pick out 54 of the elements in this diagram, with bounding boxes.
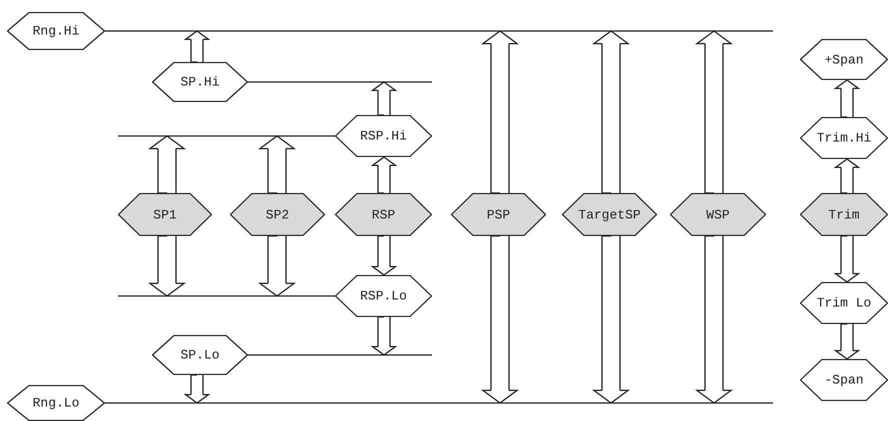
hollow-arrow [834, 79, 860, 118]
node-label: Trim Lo [816, 296, 872, 310]
node-label: SP.Lo [179, 348, 220, 362]
hollow-arrow [259, 235, 295, 297]
setpoint-hexagon [230, 193, 325, 236]
limit-hexagon [800, 39, 888, 80]
limit-hexagon [800, 117, 888, 159]
node-label: WSP [705, 207, 731, 222]
hollow-arrow [372, 316, 396, 356]
hollow-arrow [149, 135, 185, 194]
limit-hexagon [800, 359, 888, 401]
setpoint-hexagon [118, 193, 212, 236]
limit-hexagon [152, 335, 432, 375]
node-label: RSP [370, 207, 396, 222]
hollow-arrow [834, 323, 860, 360]
hollow-arrow [149, 235, 185, 297]
hollow-arrow [184, 374, 210, 404]
hollow-arrow [372, 235, 396, 276]
hollow-arrow [372, 81, 396, 116]
node-label: RSP.Lo [359, 288, 408, 304]
hollow-arrow [834, 158, 860, 194]
hollow-arrow [696, 235, 732, 404]
limit-hexagon [800, 282, 888, 324]
setpoint-hexagon [670, 193, 766, 236]
node-label: -Span [823, 372, 864, 388]
hollow-arrow [593, 235, 629, 404]
setpoint-hexagon [562, 193, 657, 236]
limit-hexagon [118, 275, 432, 317]
hollow-arrow [184, 30, 210, 63]
limit-hexagon [7, 12, 773, 50]
node-label: Rng.Hi [32, 24, 80, 38]
hollow-arrow [593, 30, 629, 194]
setpoint-hexagon [451, 193, 546, 236]
hollow-arrow [834, 235, 860, 283]
setpoint-hexagon [335, 193, 432, 236]
hollow-arrow [482, 30, 518, 194]
limit-hexagon [7, 385, 773, 421]
limit-hexagon [118, 115, 432, 157]
hollow-arrow [482, 235, 518, 404]
hollow-arrow [372, 156, 396, 194]
node-label: PSP [486, 207, 512, 222]
node-label: SP.Hi [179, 74, 220, 90]
node-label: Trim.Hi [816, 130, 872, 146]
node-label: RSP.Hi [359, 128, 408, 144]
node-label: SP1 [152, 207, 178, 222]
hollow-arrow [259, 135, 295, 194]
node-label: Rng.Lo [32, 396, 80, 410]
limit-hexagon [152, 62, 432, 102]
hollow-arrow [696, 30, 732, 194]
node-label: TargetSP [577, 207, 642, 222]
node-label: SP2 [264, 207, 290, 222]
node-label: Trim [827, 207, 861, 222]
setpoint-hexagon [800, 193, 888, 236]
node-label: +Span [823, 52, 864, 67]
